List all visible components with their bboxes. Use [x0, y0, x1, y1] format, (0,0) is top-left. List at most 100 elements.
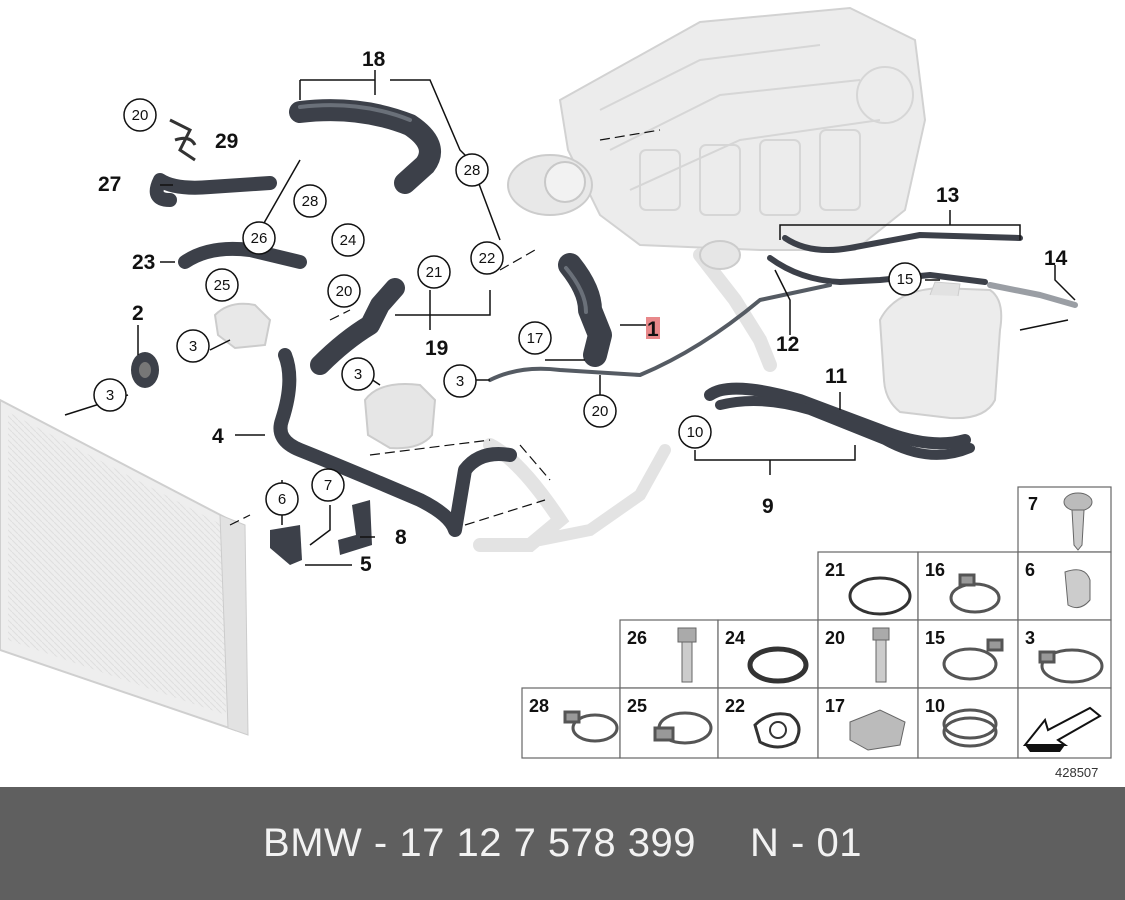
svg-text:15: 15 [925, 628, 945, 648]
callout-4[interactable]: 4 [212, 425, 224, 448]
footer-separator: - [373, 821, 388, 865]
circle-21[interactable]: 21 [417, 255, 451, 289]
dashed-lines [229, 129, 661, 526]
o-ring-icon [848, 576, 912, 616]
circle-28-b[interactable]: 28 [293, 184, 327, 218]
circle-26[interactable]: 26 [242, 221, 276, 255]
bracket-29[interactable] [169, 118, 197, 162]
callout-9[interactable]: 9 [762, 495, 774, 518]
gasket-ring-icon [747, 646, 809, 684]
footer-part-number: 17 12 7 578 399 [399, 821, 697, 865]
circle-10[interactable]: 10 [678, 415, 712, 449]
svg-text:20: 20 [825, 628, 845, 648]
callout-18[interactable]: 18 [362, 48, 386, 71]
hose-19[interactable] [310, 278, 405, 375]
callout-11[interactable]: 11 [825, 365, 848, 388]
svg-text:24: 24 [725, 628, 745, 648]
table-numbers: 7 21 16 6 26 24 20 15 3 28 25 22 17 10 [529, 494, 1038, 716]
bracket-5[interactable] [270, 525, 302, 565]
cell-25[interactable] [619, 687, 719, 759]
hose-27[interactable] [149, 173, 277, 207]
svg-text:10: 10 [687, 424, 704, 441]
svg-text:21: 21 [825, 560, 845, 580]
callout-1[interactable]: 1 [647, 318, 659, 341]
cell-26[interactable] [619, 619, 719, 689]
svg-text:3: 3 [106, 387, 114, 404]
svg-text:24: 24 [340, 232, 357, 249]
worm-clamp-icon [653, 711, 713, 745]
callout-8[interactable]: 8 [395, 526, 407, 549]
circle-15[interactable]: 15 [888, 262, 922, 296]
spring-clamp-icon [563, 710, 619, 743]
circle-20-a[interactable]: 20 [123, 98, 157, 132]
callout-29[interactable]: 29 [215, 130, 238, 153]
leader-lines [64, 70, 1076, 566]
circle-22[interactable]: 22 [470, 241, 504, 275]
svg-text:3: 3 [189, 338, 197, 355]
thermostat-housing [213, 302, 437, 450]
svg-text:6: 6 [1025, 560, 1035, 580]
svg-text:28: 28 [529, 696, 549, 716]
footer-suffix: N - 01 [750, 821, 862, 865]
callout-2[interactable]: 2 [132, 302, 144, 325]
screw-clip-icon [1063, 492, 1093, 551]
pipe-16[interactable] [488, 283, 832, 382]
diagram-canvas: 18 29 27 23 2 19 4 8 5 1 12 11 9 13 14 2… [0, 6, 1112, 780]
svg-text:25: 25 [214, 277, 231, 294]
svg-text:20: 20 [132, 107, 149, 124]
circle-25[interactable]: 25 [205, 268, 239, 302]
cell-7[interactable] [1017, 486, 1112, 553]
callout-23[interactable]: 23 [132, 251, 155, 274]
callout-5[interactable]: 5 [360, 553, 372, 576]
svg-text:20: 20 [336, 283, 353, 300]
bracket-8[interactable] [338, 500, 372, 555]
hose-23[interactable] [178, 241, 307, 269]
circle-20-b[interactable]: 20 [327, 274, 361, 308]
circle-28-a[interactable]: 28 [455, 153, 489, 187]
callout-13[interactable]: 13 [936, 184, 959, 207]
water-pump [507, 154, 593, 216]
hose-4[interactable] [273, 348, 517, 537]
hose-clamp-icon [949, 573, 1001, 614]
svg-text:6: 6 [278, 491, 286, 508]
callout-12[interactable]: 12 [776, 333, 799, 356]
circle-3-c[interactable]: 3 [341, 357, 375, 391]
callout-14[interactable]: 14 [1044, 247, 1068, 270]
circle-3-d[interactable]: 3 [443, 364, 477, 398]
flange-gasket-icon [753, 712, 801, 749]
circle-24[interactable]: 24 [331, 223, 365, 257]
bolt-icon [677, 627, 697, 683]
cell-20[interactable] [817, 619, 919, 689]
callout-19[interactable]: 19 [425, 337, 448, 360]
svg-text:28: 28 [302, 193, 319, 210]
hose-11[interactable] [704, 382, 971, 450]
hose-clamp-icon [1038, 648, 1104, 684]
svg-text:28: 28 [464, 162, 481, 179]
svg-text:22: 22 [479, 250, 496, 267]
clamp-2[interactable] [131, 352, 159, 388]
svg-text:26: 26 [251, 230, 268, 247]
circle-16[interactable]: 17 [518, 321, 552, 355]
circle-7[interactable]: 7 [311, 468, 345, 502]
callout-27[interactable]: 27 [98, 173, 121, 196]
svg-text:21: 21 [426, 264, 443, 281]
hose-1[interactable] [558, 253, 612, 367]
highlight-box [646, 317, 660, 339]
svg-text:17: 17 [527, 330, 544, 347]
svg-text:16: 16 [925, 560, 945, 580]
engine-block [558, 6, 927, 251]
svg-text:3: 3 [354, 366, 362, 383]
svg-text:3: 3 [1025, 628, 1035, 648]
pipe-13[interactable] [782, 232, 1023, 253]
bolt-icon [872, 627, 890, 683]
hose-18[interactable] [289, 99, 441, 194]
circle-3-a[interactable]: 3 [176, 329, 210, 363]
svg-text:7: 7 [1028, 494, 1038, 514]
circle-3-b[interactable]: 3 [93, 378, 127, 412]
connector-clip-icon [849, 709, 906, 751]
svg-text:3: 3 [456, 373, 464, 390]
svg-text:22: 22 [725, 696, 745, 716]
pipe-14[interactable] [987, 282, 1078, 308]
circle-17[interactable]: 20 [583, 394, 617, 428]
circle-6[interactable]: 6 [265, 482, 299, 516]
